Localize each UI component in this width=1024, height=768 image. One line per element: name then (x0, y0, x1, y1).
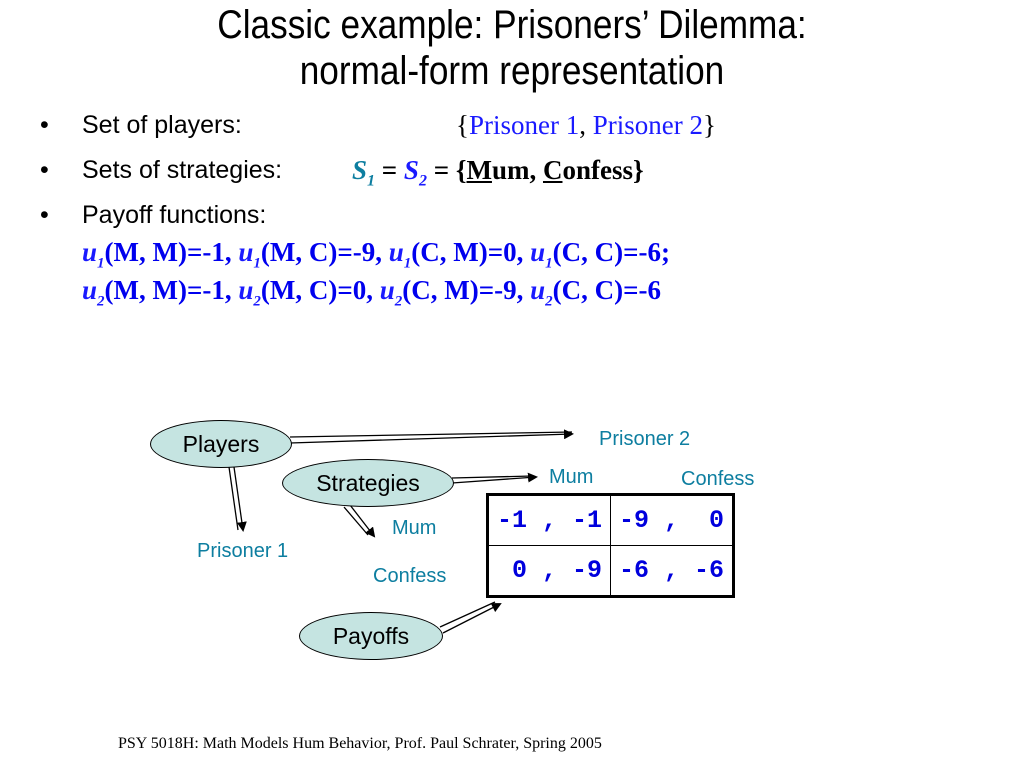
footer-credit: PSY 5018H: Math Models Hum Behavior, Pro… (118, 735, 602, 752)
strategies-ellipse: Strategies (282, 459, 454, 507)
players-label: Set of players: (82, 111, 242, 139)
row-confess-label: Confess (373, 565, 447, 587)
set-open: = { (426, 155, 467, 185)
payoff-line-u2: u2(M, M)=-1, u2(M, C)=0, u2(C, M)=-9, u2… (82, 275, 661, 310)
arrow-payoffs-matrix (439, 601, 496, 628)
cell-confess-mum: 0 , -9 (486, 545, 612, 597)
arrow-players-p1 (228, 466, 239, 531)
strategies-set: S1 = S2 = {Mum, Confess} (352, 155, 644, 190)
mum-initial: M (466, 155, 492, 185)
u1-term-3: u1(C, M)=0, (388, 237, 531, 272)
brace-open: { (456, 110, 469, 140)
payoff-matrix: -1 , -1 -9 , 0 0 , -9 -6 , -6 (486, 493, 736, 598)
cell-confess-confess: -6 , -6 (610, 545, 735, 597)
u2-term-2: u2(M, C)=0, (238, 275, 380, 310)
s2-symbol: S (403, 155, 419, 185)
bullet-strategies: • Sets of strategies: (40, 156, 282, 185)
bullet-payoffs: • Payoff functions: (40, 201, 266, 230)
s1-symbol: S (352, 155, 368, 185)
confess-rest: onfess} (562, 155, 644, 185)
s-equals: = (375, 155, 404, 185)
prisoner1-label: Prisoner 1 (197, 540, 289, 562)
col-mum-label: Mum (549, 466, 594, 488)
s1-sub: 1 (367, 172, 376, 190)
u2-term-1: u2(M, M)=-1, (82, 275, 239, 310)
arrow-players-p2 (289, 431, 573, 438)
title-line-2: normal-form representation (299, 49, 725, 93)
u1-term-1: u1(M, M)=-1, (82, 237, 239, 272)
payoffs-ellipse-label: Payoffs (332, 622, 410, 649)
arrow-strategies-cols (451, 475, 533, 479)
row-mum-label: Mum (392, 517, 437, 539)
bullet-dot: • (40, 156, 49, 184)
matrix-row-confess: 0 , -9 -6 , -6 (486, 545, 735, 597)
u1-term-4: u1(C, C)=-6; (530, 237, 671, 272)
arrow-strategies-rows (343, 506, 369, 536)
mum-rest: um, (491, 155, 543, 185)
payoffs-ellipse: Payoffs (299, 612, 443, 660)
brace-close: } (702, 110, 716, 140)
confess-initial: C (542, 155, 563, 185)
bullet-dot: • (40, 201, 49, 229)
strategies-ellipse-label: Strategies (316, 469, 420, 496)
title-line-1: Classic example: Prisoners’ Dilemma: (217, 3, 807, 47)
players-ellipse: Players (150, 420, 292, 468)
players-comma: , (579, 110, 593, 140)
bullet-players: • Set of players: (40, 111, 242, 140)
strategies-label: Sets of strategies: (82, 156, 283, 184)
prisoner2-label: Prisoner 2 (599, 428, 691, 450)
bullet-dot: • (40, 111, 49, 139)
players-ellipse-label: Players (182, 430, 260, 457)
players-p1: Prisoner 1 (468, 110, 580, 140)
u2-term-3: u2(C, M)=-9, (379, 275, 531, 310)
col-confess-label: Confess (681, 468, 755, 490)
players-set: {Prisoner 1, Prisoner 2} (456, 110, 716, 141)
players-p2: Prisoner 2 (592, 110, 703, 140)
payoffs-label: Payoff functions: (82, 201, 267, 229)
u2-term-4: u2(C, C)=-6 (530, 275, 662, 310)
matrix-row-mum: -1 , -1 -9 , 0 (486, 494, 735, 546)
cell-mum-confess: -9 , 0 (610, 494, 735, 546)
s2-sub: 2 (418, 172, 427, 190)
slide-title: Classic example: Prisoners’ Dilemma: nor… (61, 2, 962, 94)
payoff-line-u1: u1(M, M)=-1, u1(M, C)=-9, u1(C, M)=0, u1… (82, 237, 670, 272)
cell-mum-mum: -1 , -1 (486, 494, 612, 546)
u1-term-2: u1(M, C)=-9, (238, 237, 389, 272)
